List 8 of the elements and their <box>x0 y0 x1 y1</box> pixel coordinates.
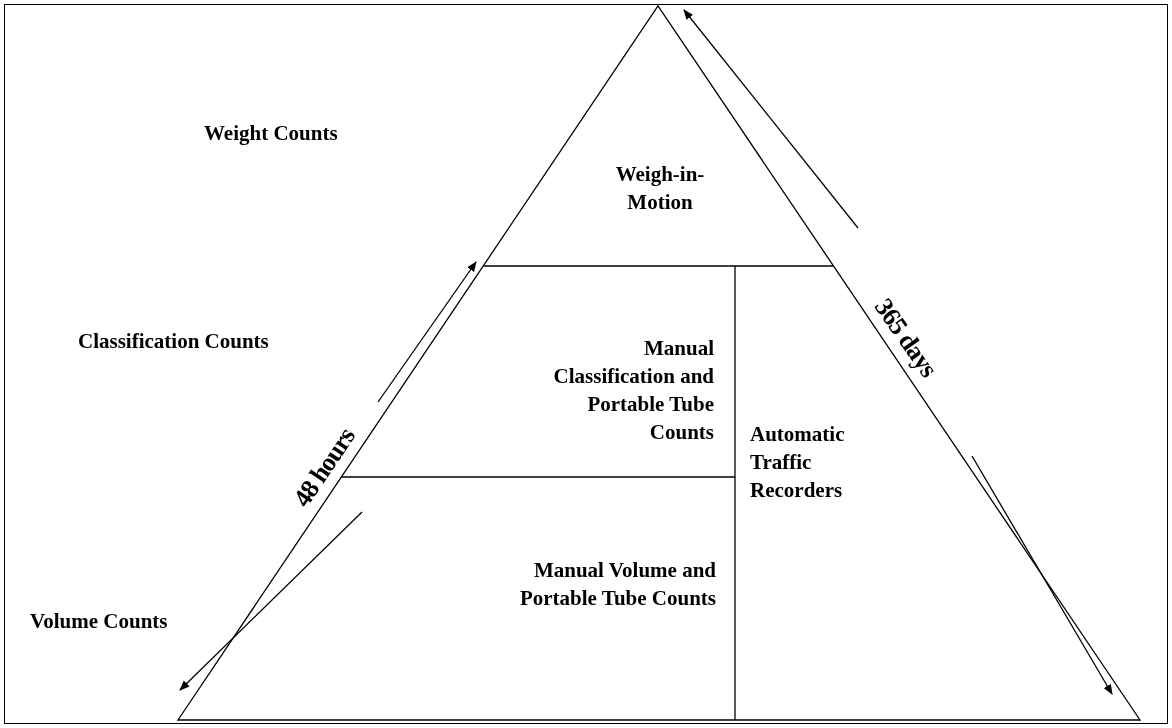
pyramid-section-label: Manual Classification and Portable Tube Counts <box>530 334 714 446</box>
pyramid-section-label: Manual Volume and Portable Tube Counts <box>500 556 716 612</box>
pyramid-section-label: Weigh-in- Motion <box>590 160 730 216</box>
duration-label: 365 days <box>867 292 945 384</box>
count-type-label: Weight Counts <box>204 120 338 147</box>
pyramid-section-label: Automatic Traffic Recorders <box>750 420 880 504</box>
count-type-label: Volume Counts <box>30 608 168 635</box>
count-type-label: Classification Counts <box>78 328 269 355</box>
